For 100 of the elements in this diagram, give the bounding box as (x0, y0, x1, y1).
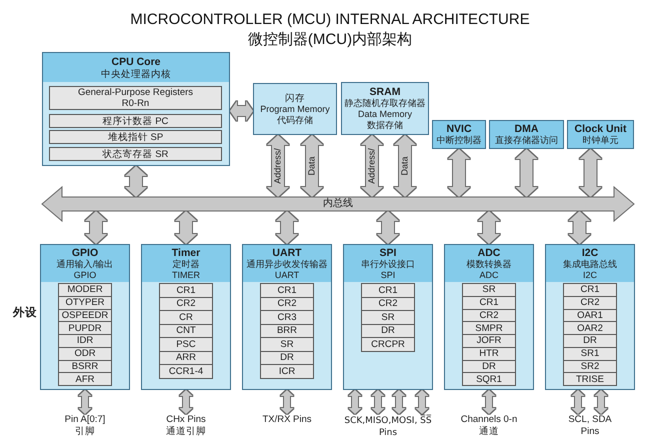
block-text: UART (274, 270, 300, 282)
register-row (58, 334, 112, 348)
register-row (563, 334, 617, 348)
register-row (462, 334, 516, 348)
register-name: OTYPER (65, 297, 105, 308)
register-name: CCR1-4 (168, 366, 204, 377)
register-name: PSC (176, 338, 196, 350)
block-title: GPIO (72, 246, 98, 260)
register-row (361, 283, 415, 298)
pin-label: Channels 0-n 通道 (456, 414, 522, 437)
double-arrow (478, 211, 500, 244)
register-name: CR1 (378, 284, 398, 296)
unit-block (432, 120, 486, 149)
register-row (58, 283, 112, 297)
register-name: CR1 (479, 297, 498, 308)
register-name: BSRR (72, 360, 98, 372)
register-row (462, 346, 516, 360)
register-name: CR1 (580, 284, 600, 296)
memory-block (341, 82, 429, 135)
block-text: SPI (380, 270, 396, 282)
double-arrow (85, 211, 107, 244)
pin-label: CHx Pins 通道引脚 (163, 414, 209, 437)
block-text: 数据存储 (367, 120, 403, 132)
block-title: 闪存 (285, 92, 305, 104)
block-title: I2C (582, 246, 598, 260)
block-title: Timer (172, 246, 200, 260)
bus-label: 内总线 (323, 198, 353, 210)
register-row (49, 114, 222, 128)
register-name: DR (482, 360, 496, 372)
block-text: 通用输入/输出 (56, 259, 114, 270)
register-row (159, 310, 213, 324)
register-row (563, 321, 617, 335)
register-row (563, 346, 617, 360)
double-arrow (594, 390, 608, 414)
register-row (260, 310, 314, 324)
register-row (58, 346, 112, 360)
register-name: OSPEEDR (62, 310, 108, 321)
register-row (159, 364, 213, 378)
edge-label: Data (400, 156, 410, 176)
edge-label: Address/ (272, 147, 284, 185)
diagram-title: MICROCONTROLLER (MCU) INTERNAL ARCHITECTURE 微控制器(MCU)内部架构 (129, 10, 531, 50)
register-name: CR2 (580, 297, 600, 308)
register-row (49, 86, 222, 110)
block-text: 静态随机存取存储器 (344, 98, 426, 110)
register-name: ICR (278, 366, 296, 377)
double-arrow (175, 211, 197, 244)
block-text: 通用异步收发传输器 (246, 259, 328, 270)
register-row (563, 296, 617, 310)
double-arrow (230, 101, 253, 121)
double-arrow (348, 390, 362, 414)
double-arrow (125, 166, 147, 197)
register-row (49, 130, 222, 144)
register-name: CR2 (378, 298, 398, 310)
register-name: 状态寄存器 SR (102, 148, 168, 160)
register-name: TRISE (576, 374, 604, 385)
peripheral-block (444, 244, 534, 390)
register-name: DR (583, 335, 597, 346)
register-name: CR2 (479, 310, 498, 321)
double-arrow (416, 390, 428, 414)
register-row (159, 337, 213, 352)
block-text: 中断控制器 (436, 135, 482, 146)
unit-block (567, 120, 634, 149)
double-arrow (280, 390, 294, 414)
register-row (462, 296, 516, 310)
double-arrow (372, 390, 384, 414)
register-name: SR (280, 338, 294, 350)
unit-block (489, 120, 564, 149)
register-name: JOFR (476, 335, 502, 346)
register-name: IDR (76, 335, 94, 346)
register-name: 程序计数器 PC (102, 116, 168, 126)
block-text: 中央处理器内核 (101, 68, 171, 80)
block-title: SPI (380, 246, 396, 260)
register-row (260, 337, 314, 352)
double-arrow (267, 135, 289, 197)
register-name: 堆栈指针 SP (108, 132, 164, 142)
register-name: SR (381, 312, 395, 323)
block-text: 集成电路总线 (563, 259, 617, 270)
block-title: Clock Unit (574, 122, 626, 136)
edge-label: Data (306, 156, 318, 176)
register-name: BRR (276, 325, 298, 336)
double-arrow (448, 149, 470, 197)
block-text: 代码存储 (277, 114, 313, 126)
register-name: CRCPR (371, 338, 405, 350)
double-arrow (78, 390, 92, 414)
register-name: CR1 (277, 284, 296, 296)
block-title: DMA (514, 122, 538, 136)
register-row (58, 321, 112, 335)
double-arrow (482, 390, 496, 414)
register-row (462, 283, 516, 297)
block-title: CPU Core (111, 56, 160, 69)
double-arrow (392, 390, 406, 414)
double-arrow (276, 211, 298, 244)
register-row (563, 283, 617, 297)
register-name: OAR1 (577, 310, 603, 321)
register-row (361, 337, 415, 352)
register-name: AFR (76, 374, 94, 385)
register-row (49, 147, 222, 161)
double-arrow (361, 135, 383, 197)
double-arrow (572, 390, 584, 414)
register-row (563, 372, 617, 386)
